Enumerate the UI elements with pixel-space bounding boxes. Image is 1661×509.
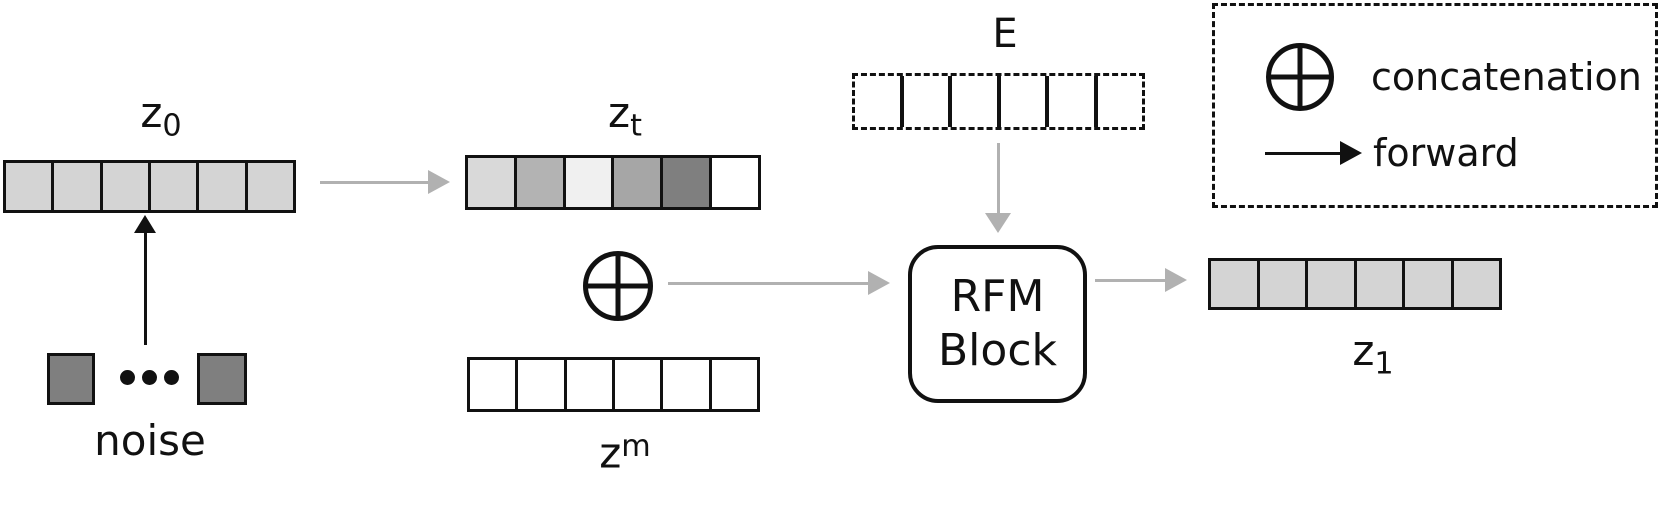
zm-label-superscript: m [621,429,651,464]
vector-cell [660,158,710,207]
vector-cell [1211,261,1257,307]
zt-label-base: z [608,88,631,137]
vector-cell [1045,76,1094,127]
embedding-vector-row [852,73,1145,130]
noise-label: noise [94,416,206,465]
legend-label-concatenation: concatenation [1371,55,1642,99]
vector-cell [468,158,514,207]
vector-cell [51,163,100,210]
z0-label-base: z [140,88,163,137]
vector-cell [1093,76,1143,127]
vector-cell [563,360,612,409]
rfm-block: RFM Block [908,245,1087,403]
vector-cell [562,158,612,207]
vector-cell [515,360,564,409]
zm-label: zm [565,430,685,477]
z1-vector-row [1208,258,1502,310]
noise-square-left [47,353,95,405]
arrow-line [1095,278,1165,282]
arrow-head-right [1340,141,1362,165]
embedding-label: E [992,11,1018,57]
forward-arrow-rfm-to-z1 [1095,267,1187,293]
concatenation-icon [583,251,653,321]
oplus-vertical-bar [615,256,621,316]
vector-cell [196,163,245,210]
z0-label-subscript: 0 [162,108,182,144]
zt-label-subscript: t [630,108,642,144]
vector-cell [855,76,900,127]
arrow-head-up [134,215,156,233]
legend: concatenation forward [1212,3,1658,208]
rfm-block-line2: Block [937,325,1057,376]
zm-label-base: z [599,428,622,478]
ellipsis-dot [120,370,135,385]
arrow-head-right [1165,268,1187,292]
z1-label-subscript: 1 [1374,346,1394,382]
vector-cell [470,360,516,409]
arrow-line [1265,151,1340,155]
arrow-line [143,233,147,345]
z1-label-base: z [1352,326,1375,375]
vector-cell [611,158,661,207]
forward-arrow-icon [1265,140,1362,166]
z0-vector-row [3,160,296,213]
arrow-head-down [985,213,1011,233]
vector-cell [99,163,148,210]
vector-cell [611,360,661,409]
arrow-head-right [868,271,890,295]
ellipsis-dot [142,370,157,385]
arrow-head-right [428,170,450,194]
forward-arrow-z0-to-zt [320,169,450,195]
vector-cell [1402,261,1451,307]
ellipsis-dots [120,370,179,385]
vector-cell [948,76,997,127]
zt-label: zt [565,88,685,144]
legend-label-forward: forward [1373,131,1519,175]
arrow-line [668,281,868,285]
rfm-block-line1: RFM [950,271,1045,323]
ellipsis-dot [164,370,179,385]
vector-cell [6,163,52,210]
vector-cell [660,360,709,409]
forward-arrow-embedding-to-rfm [985,143,1011,233]
vector-cell [1256,261,1305,307]
arrow-line [320,180,428,184]
arrow-line [996,143,1000,213]
vector-cell [709,158,758,207]
zm-vector-row [467,357,760,412]
noise-square-right [197,353,247,405]
forward-arrow-concat-to-rfm [668,270,890,296]
z0-label: z0 [101,88,221,144]
z1-label: z1 [1313,326,1433,382]
vector-cell [147,163,197,210]
vector-cell [708,360,757,409]
vector-cell [1353,261,1402,307]
vector-cell [244,163,293,210]
forward-arrow-noise-to-z0 [133,215,157,345]
vector-cell [1450,261,1499,307]
zt-vector-row [465,155,761,210]
concatenation-icon [1266,43,1334,111]
vector-cell [899,76,949,127]
vector-cell [1305,261,1354,307]
vector-cell [996,76,1046,127]
vector-cell [513,158,563,207]
oplus-vertical-bar [1297,48,1303,106]
